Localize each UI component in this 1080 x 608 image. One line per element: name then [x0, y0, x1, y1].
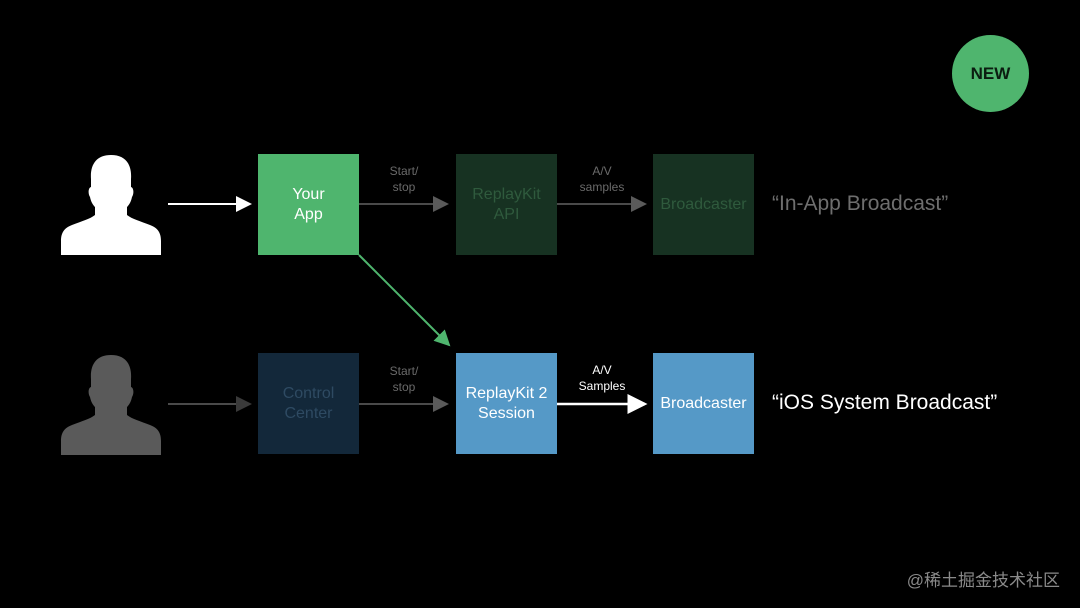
person-silhouette-icon: [61, 355, 161, 455]
start-stop-label: Start/stop: [389, 364, 419, 394]
broadcaster-box-inapp: Broadcaster: [653, 154, 754, 255]
in-app-broadcast-caption: “In-App Broadcast”: [772, 192, 949, 215]
new-badge: NEW: [952, 35, 1029, 112]
watermark: @稀土掘金技术社区: [906, 571, 1060, 590]
ios-system-broadcast-caption: “iOS System Broadcast”: [772, 391, 998, 414]
start-stop-label: Start/stop: [389, 164, 419, 194]
person-silhouette-icon: [61, 155, 161, 255]
arrow-app-to-replaykit2: [358, 254, 451, 347]
broadcaster-box-system: Broadcaster: [653, 353, 754, 454]
